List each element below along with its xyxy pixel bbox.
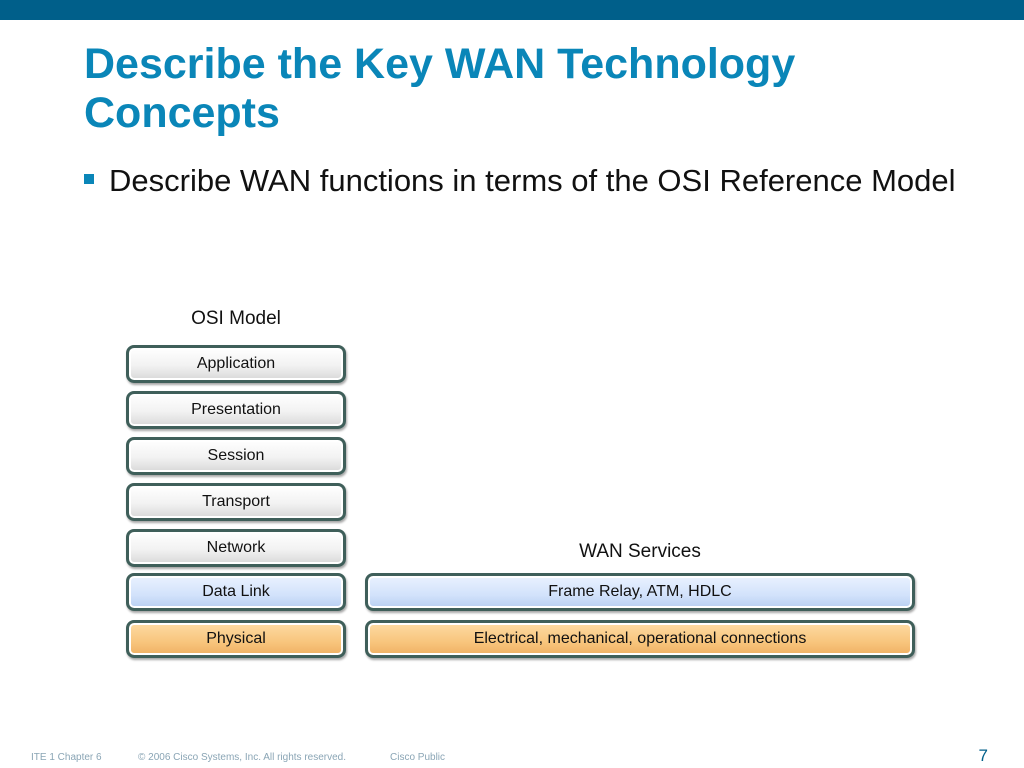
square-bullet-icon <box>84 174 94 184</box>
osi-layer-presentation: Presentation <box>126 391 346 429</box>
top-accent-bar <box>0 0 1024 20</box>
wan-service-data-link: Frame Relay, ATM, HDLC <box>365 573 915 611</box>
bullet-text: Describe WAN functions in terms of the O… <box>109 163 956 198</box>
osi-layer-transport: Transport <box>126 483 346 521</box>
footer-chapter: ITE 1 Chapter 6 <box>31 752 102 763</box>
osi-layer-physical: Physical <box>126 620 346 658</box>
footer-classification: Cisco Public <box>390 752 446 763</box>
bullet-item: Describe WAN functions in terms of the O… <box>84 162 964 200</box>
wan-services-label: WAN Services <box>579 541 701 562</box>
osi-layer-application: Application <box>126 345 346 383</box>
osi-layer-network: Network <box>126 529 346 567</box>
wan-service-physical: Electrical, mechanical, operational conn… <box>365 620 915 658</box>
osi-layer-session: Session <box>126 437 346 475</box>
page-number: 7 <box>978 746 988 765</box>
footer-copyright: © 2006 Cisco Systems, Inc. All rights re… <box>138 752 347 763</box>
osi-model-label: OSI Model <box>191 308 281 329</box>
slide-title: Describe the Key WAN Technology Concepts <box>84 40 796 137</box>
osi-layer-data-link: Data Link <box>126 573 346 611</box>
